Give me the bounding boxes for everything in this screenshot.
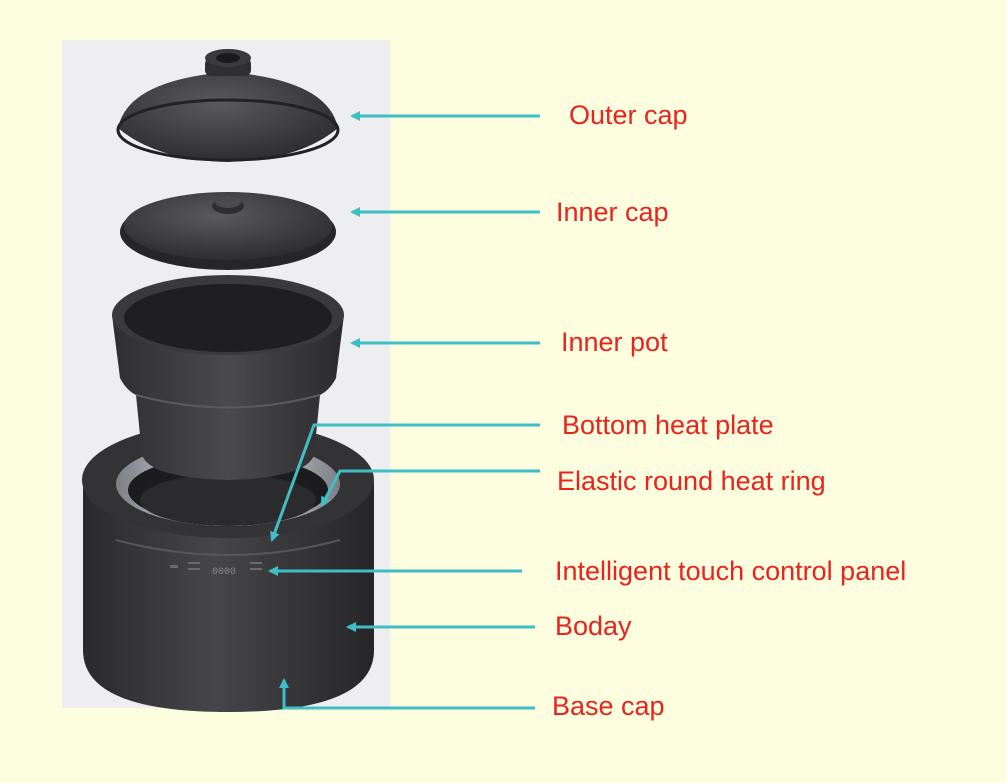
panel-display: 0000 xyxy=(212,567,236,578)
outer-cap-illustration xyxy=(116,49,340,162)
label-outer-cap: Outer cap xyxy=(569,100,688,130)
arrow-heat-ring xyxy=(320,469,540,507)
label-inner-cap: Inner cap xyxy=(556,197,669,227)
label-touch-panel: Intelligent touch control panel xyxy=(555,556,907,586)
inner-pot-illustration xyxy=(112,275,344,480)
touch-control-panel: 0000 xyxy=(170,562,262,578)
label-inner-pot: Inner pot xyxy=(561,327,668,357)
arrow-base-cap xyxy=(279,678,535,710)
label-base-cap: Base cap xyxy=(552,691,665,721)
arrow-bottom-heat-plate xyxy=(270,423,540,542)
label-boday: Boday xyxy=(555,611,632,641)
inner-cap-illustration xyxy=(120,192,336,270)
label-bottom-heat-plate: Bottom heat plate xyxy=(562,410,774,440)
label-elastic-heat-ring: Elastic round heat ring xyxy=(557,466,826,496)
callout-arrows xyxy=(268,111,540,710)
